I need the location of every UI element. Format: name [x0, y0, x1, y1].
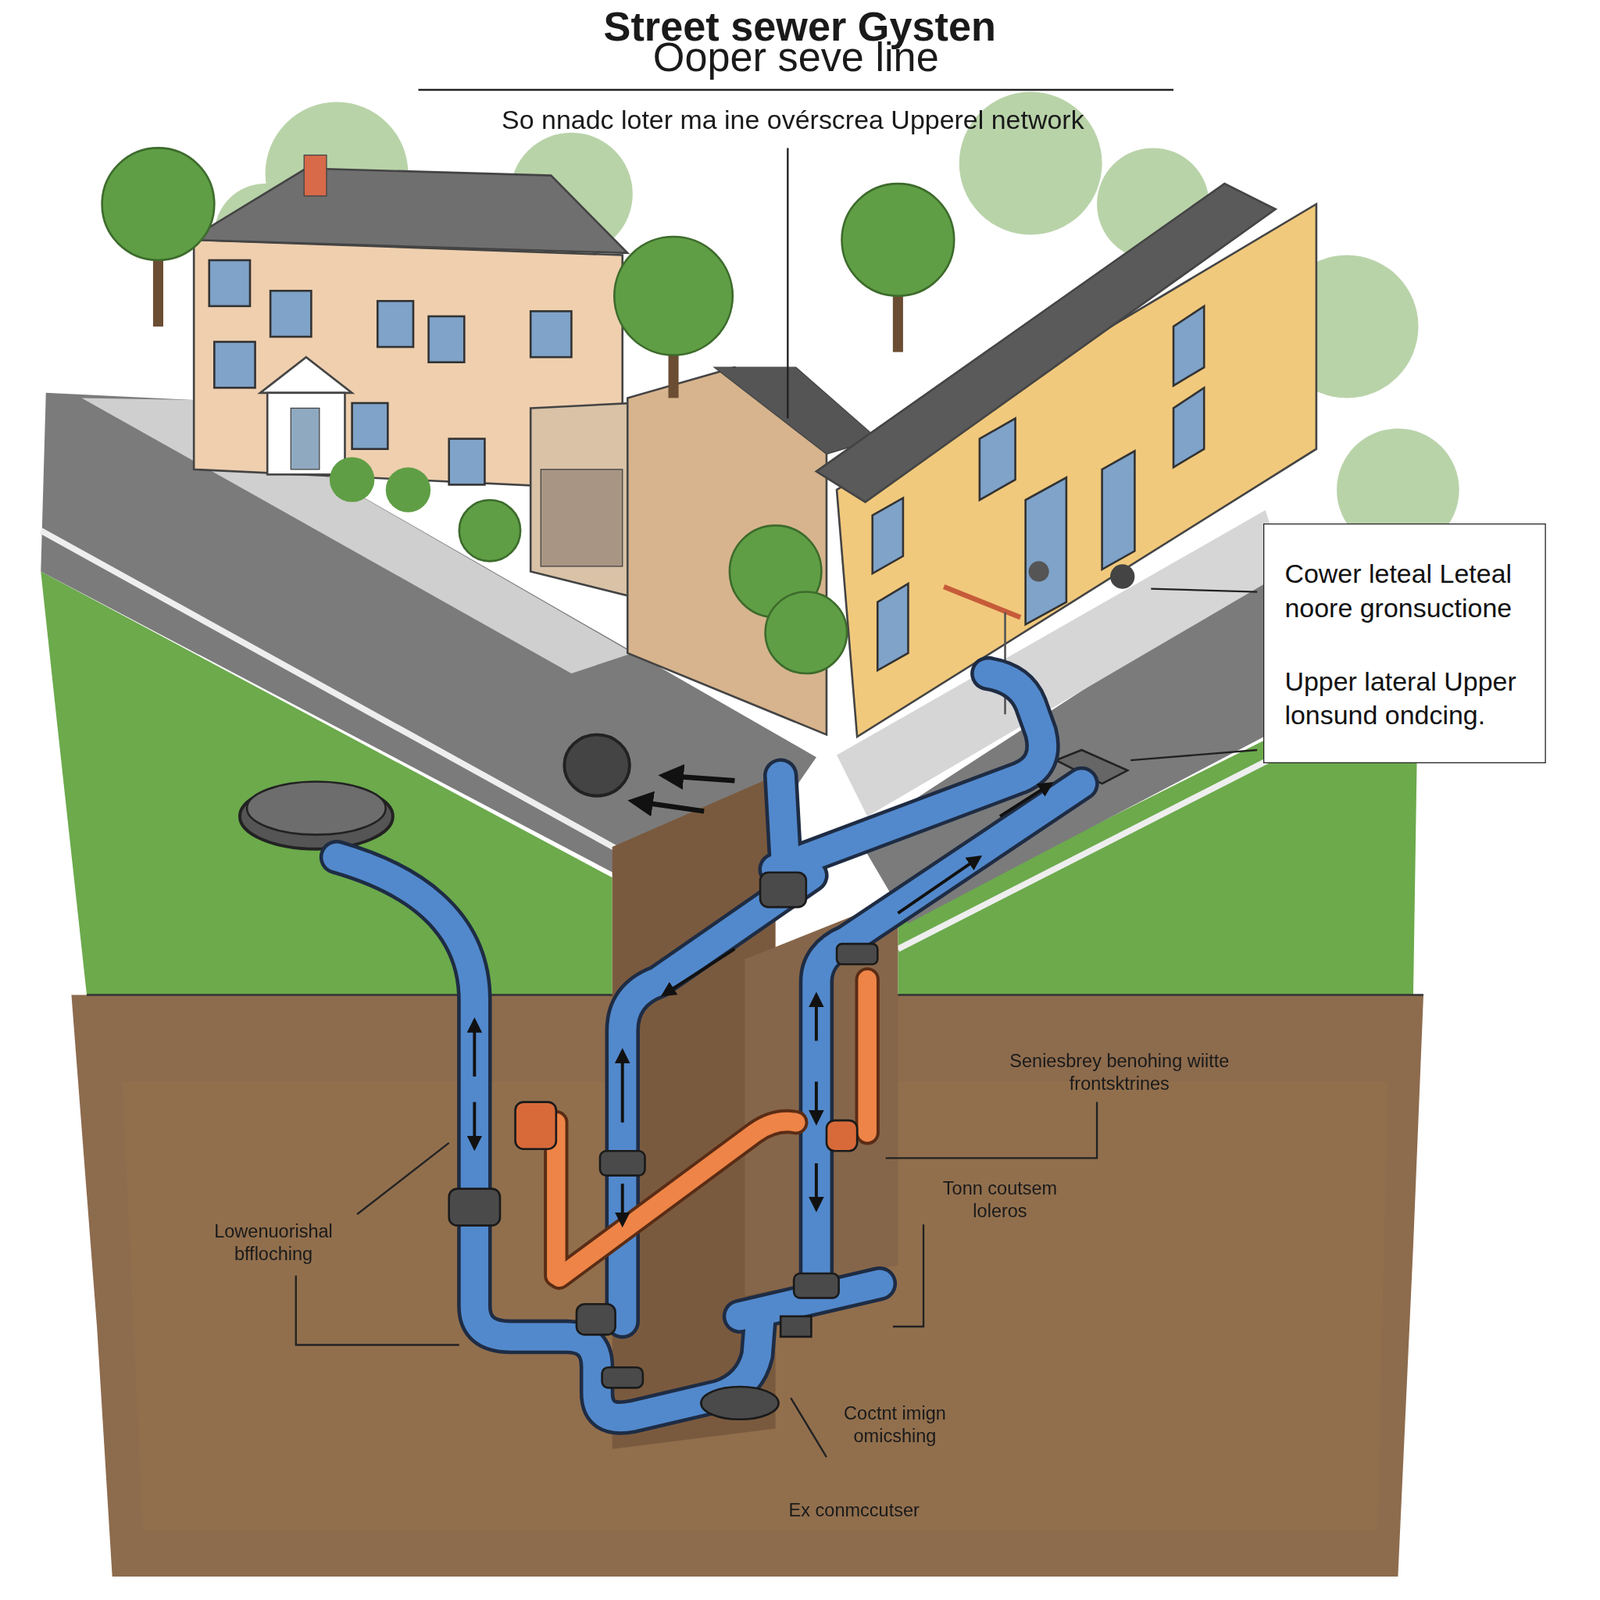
label-text: Coctnt imign omicshing — [823, 1403, 967, 1447]
callout-text: Upper lateral Upper lonsund ondcing. — [1284, 664, 1531, 734]
label-text: Ooper seve line — [407, 32, 1184, 83]
label-text: So nnadc loter ma ine ovérscrea Upperel … — [384, 103, 1201, 136]
street-drain — [564, 734, 630, 796]
label-text: Tonn coutsem loleros — [923, 1178, 1077, 1223]
sidewalk — [81, 397, 633, 674]
trees — [102, 147, 955, 674]
label-text: Lowenuorishal bffloching — [192, 1221, 356, 1265]
label-text: Seniesbrey benohing wiitte frontsktrines — [981, 1050, 1258, 1095]
garage-block — [530, 367, 878, 735]
orange-pipes — [556, 979, 868, 1278]
callout-text: Cower leteal Leteal noore gronsuctione — [1284, 557, 1531, 626]
curb — [40, 530, 622, 852]
manhole — [246, 781, 386, 835]
leader-lines — [296, 147, 1258, 1458]
sewer-pipes — [336, 673, 1082, 1418]
title-rule — [418, 89, 1175, 92]
pipe-fittings — [449, 872, 879, 1420]
flow-arrows — [474, 775, 1051, 1225]
house-right — [816, 183, 1317, 737]
callout-box: Cower leteal Leteal noore gronsuctioneUp… — [1263, 523, 1547, 764]
label-text: Ex conmccutser — [752, 1500, 957, 1522]
